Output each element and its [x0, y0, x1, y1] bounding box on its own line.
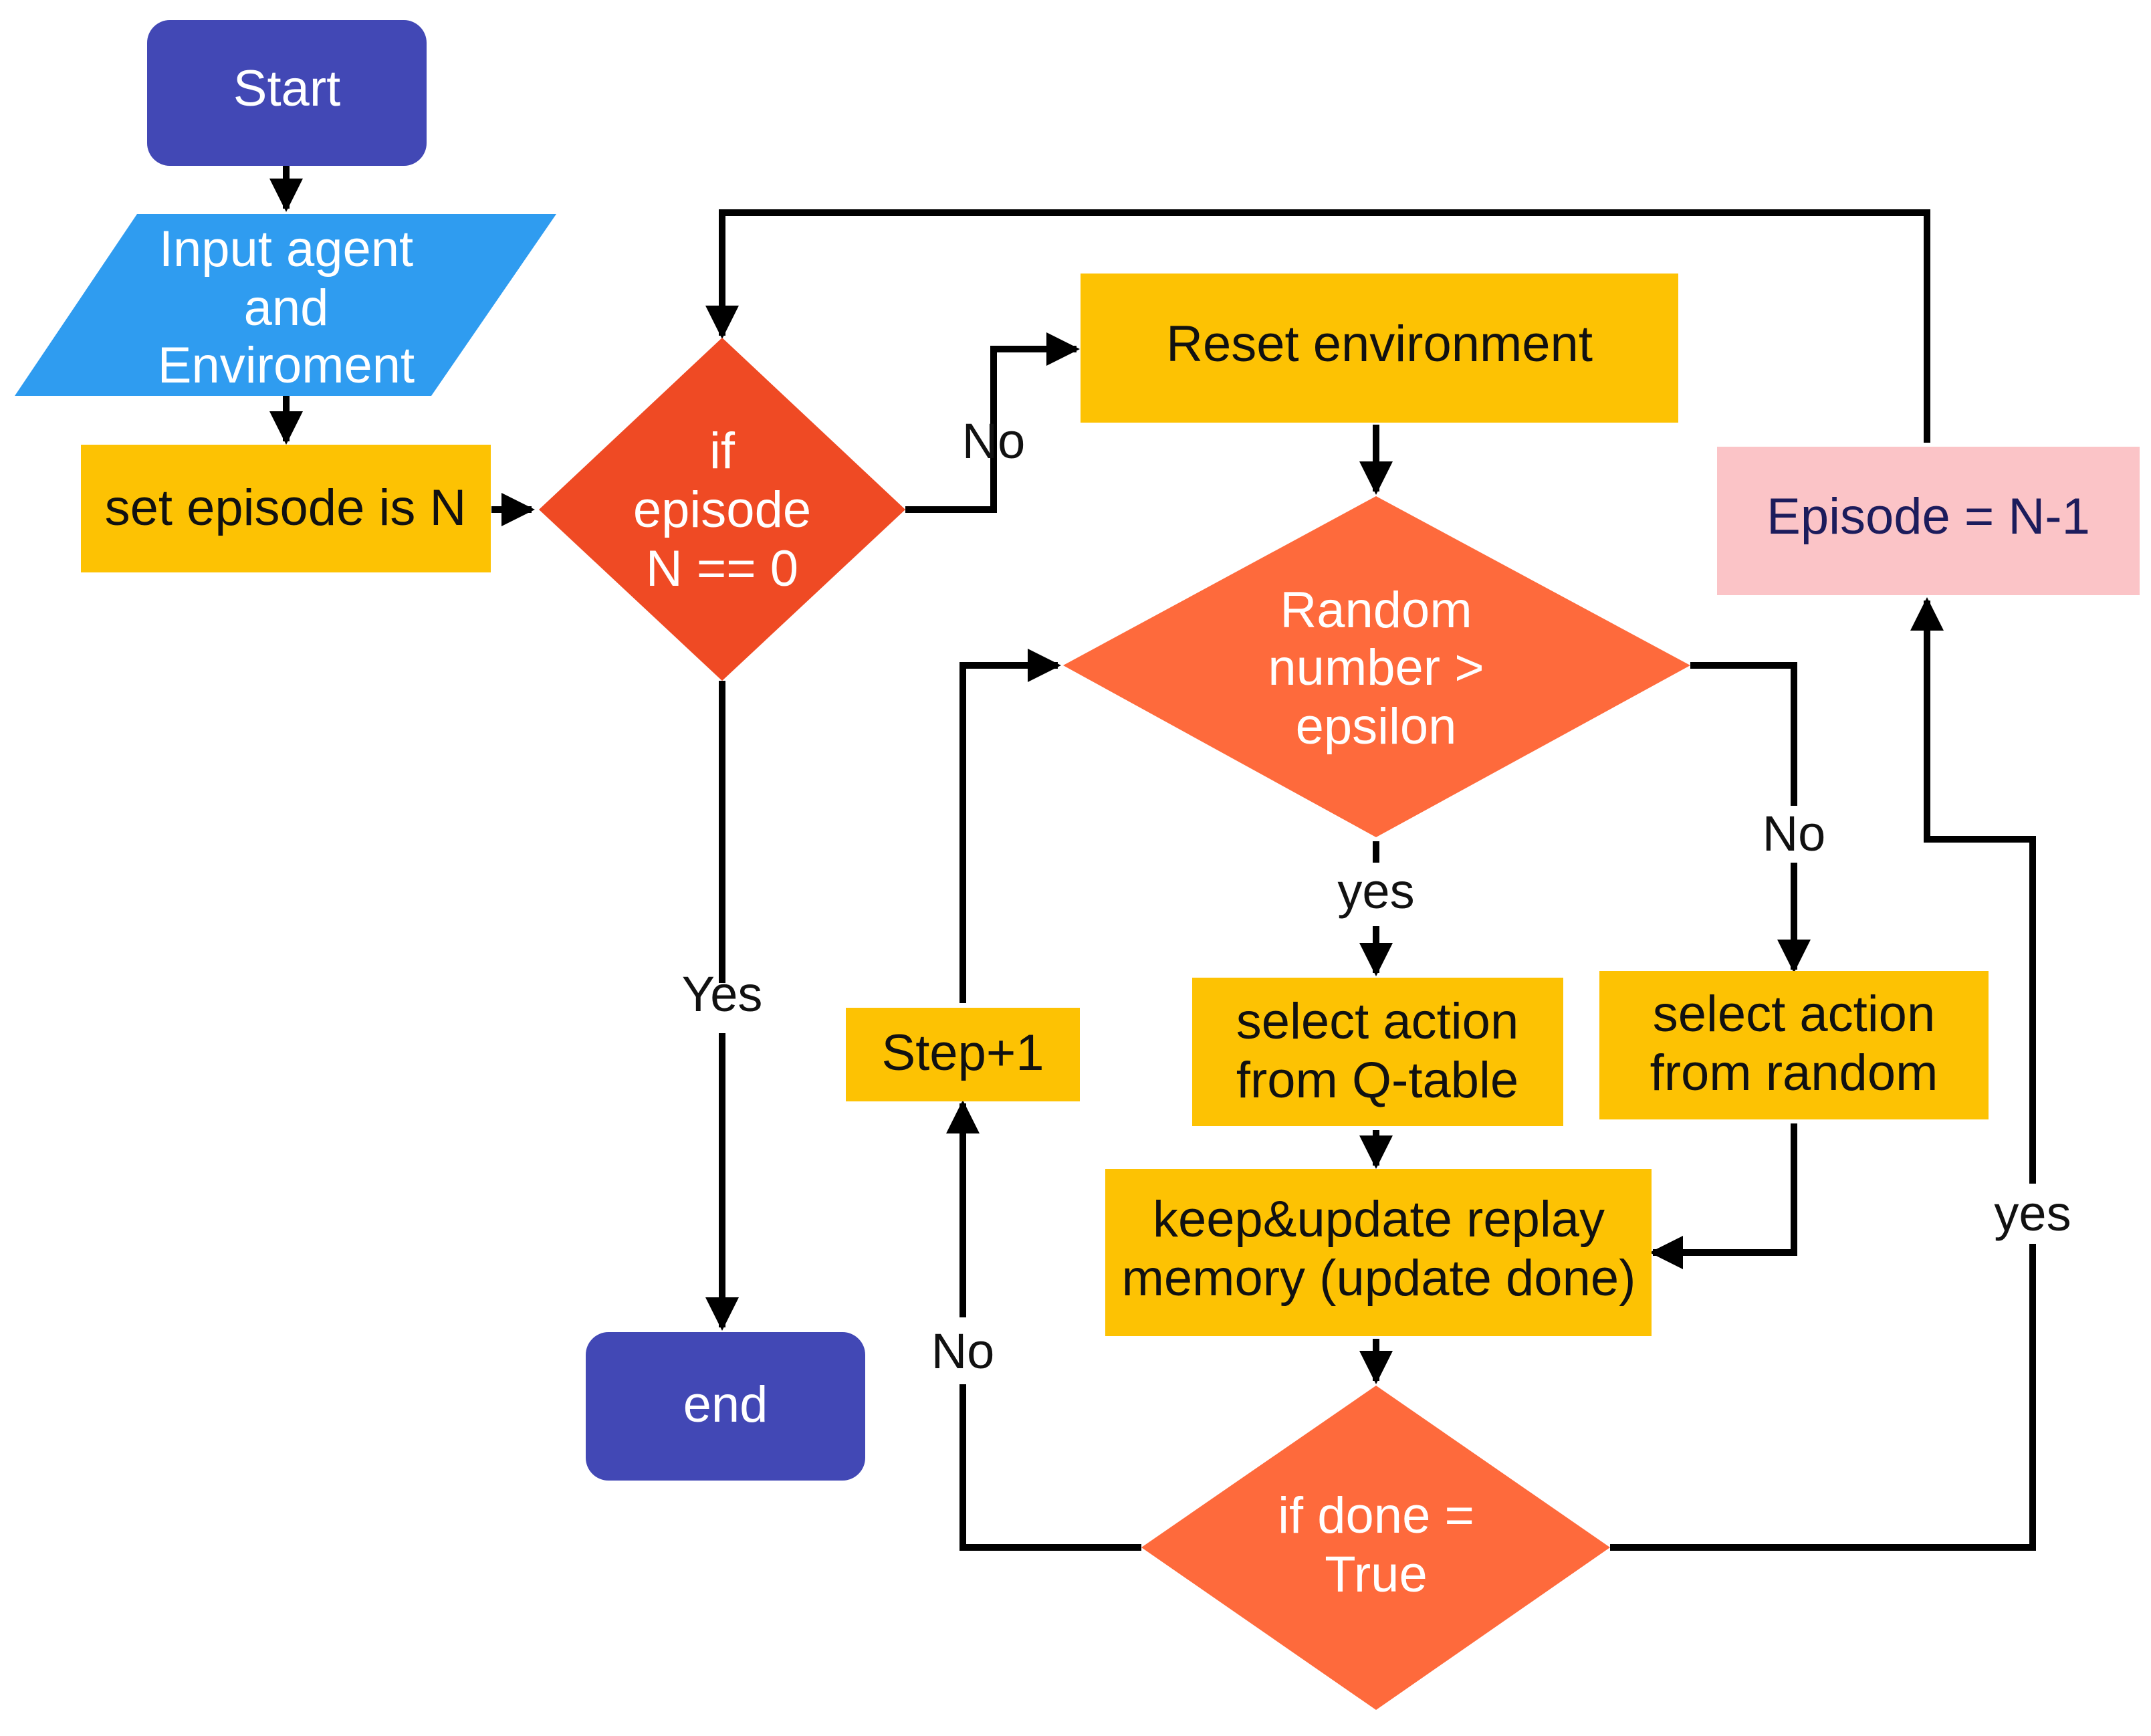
step-label: Step+1 — [882, 1024, 1044, 1081]
arrow-episode-to-decision-loop — [705, 209, 1930, 443]
arrow-random-select-to-keep-update — [1650, 1123, 1797, 1269]
select-random-shape — [1599, 971, 1989, 1119]
if-episode-diamond — [539, 338, 905, 681]
reset-env-shape — [1081, 274, 1678, 423]
edge-label-yes-qtable: yes — [1337, 863, 1414, 919]
if-episode-label-line-1: if — [709, 423, 735, 479]
keep-update-label-line-2: memory (update done) — [1122, 1250, 1636, 1307]
random-decision-label-line-3: epsilon — [1296, 698, 1457, 755]
edge-label-no-reset: No — [962, 413, 1026, 469]
arrow-decision-no-to-reset — [905, 332, 1080, 513]
step-node: Step+1 — [846, 1008, 1080, 1101]
start-node: Start — [147, 20, 427, 166]
arrow-random-no-to-random-select — [1690, 662, 1797, 806]
start-label: Start — [233, 60, 341, 117]
select-qtable-label-line-2: from Q-table — [1236, 1052, 1518, 1109]
end-node: end — [586, 1332, 865, 1481]
input-label-line-2: and — [244, 280, 329, 336]
if-done-label-line-2: True — [1325, 1546, 1427, 1603]
select-random-label-line-1: select action — [1653, 986, 1935, 1043]
reset-env-label: Reset environment — [1166, 316, 1593, 372]
edge-labels: No Yes yes No No yes — [682, 413, 2071, 1379]
input-node: Input agent and Enviroment — [15, 214, 556, 396]
start-shape — [147, 20, 427, 166]
select-random-node: select action from random — [1599, 971, 1989, 1119]
if-done-label-line-1: if done = — [1278, 1487, 1474, 1544]
input-label-line-3: Enviroment — [158, 337, 415, 394]
select-qtable-shape — [1192, 978, 1563, 1126]
set-episode-node: set episode is N — [81, 445, 491, 572]
episode-dec-node: Episode = N-1 — [1717, 447, 2140, 595]
step-shape — [846, 1008, 1080, 1101]
end-shape — [586, 1332, 865, 1481]
connectors — [269, 166, 2036, 1551]
select-qtable-node: select action from Q-table — [1192, 978, 1563, 1126]
keep-update-shape — [1105, 1169, 1652, 1336]
edge-label-yes-end: Yes — [682, 966, 763, 1022]
input-label-line-1: Input agent — [159, 221, 413, 278]
keep-update-label-line-1: keep&update replay — [1153, 1191, 1605, 1248]
edge-label-no-step: No — [931, 1323, 995, 1379]
set-episode-shape — [81, 445, 491, 572]
if-episode-label-line-3: N == 0 — [646, 540, 798, 597]
if-done-diamond — [1141, 1386, 1610, 1710]
episode-dec-shape — [1717, 447, 2140, 595]
end-label-text: end — [683, 1376, 768, 1433]
select-random-label-line-2: from random — [1650, 1045, 1938, 1101]
arrow-step-to-random — [959, 649, 1061, 1003]
edge-label-yes-episode: yes — [1994, 1186, 2071, 1241]
edge-label-no-random: No — [1763, 806, 1826, 861]
arrow-if-done-no-to-step — [959, 1384, 1141, 1551]
arrow-if-done-yes-to-episode-tail — [1910, 597, 2036, 1184]
set-episode-label: set episode is N — [105, 479, 467, 536]
if-episode-node: if episode N == 0 — [539, 338, 905, 681]
reset-env-node: Reset environment — [1081, 274, 1678, 423]
random-decision-label-line-2: number > — [1268, 639, 1484, 696]
select-qtable-label-line-1: select action — [1236, 993, 1518, 1050]
random-decision-label-line-1: Random — [1280, 582, 1472, 639]
if-done-node: if done = True — [1141, 1386, 1610, 1710]
random-decision-node: Random number > epsilon — [1063, 496, 1690, 837]
arrow-if-done-yes-to-episode — [1610, 1244, 2036, 1551]
episode-dec-label: Episode = N-1 — [1767, 488, 2090, 545]
input-parallelogram — [15, 214, 556, 396]
keep-update-node: keep&update replay memory (update done) — [1105, 1169, 1652, 1336]
if-episode-label-line-2: episode — [633, 481, 811, 538]
random-decision-diamond — [1063, 496, 1690, 837]
